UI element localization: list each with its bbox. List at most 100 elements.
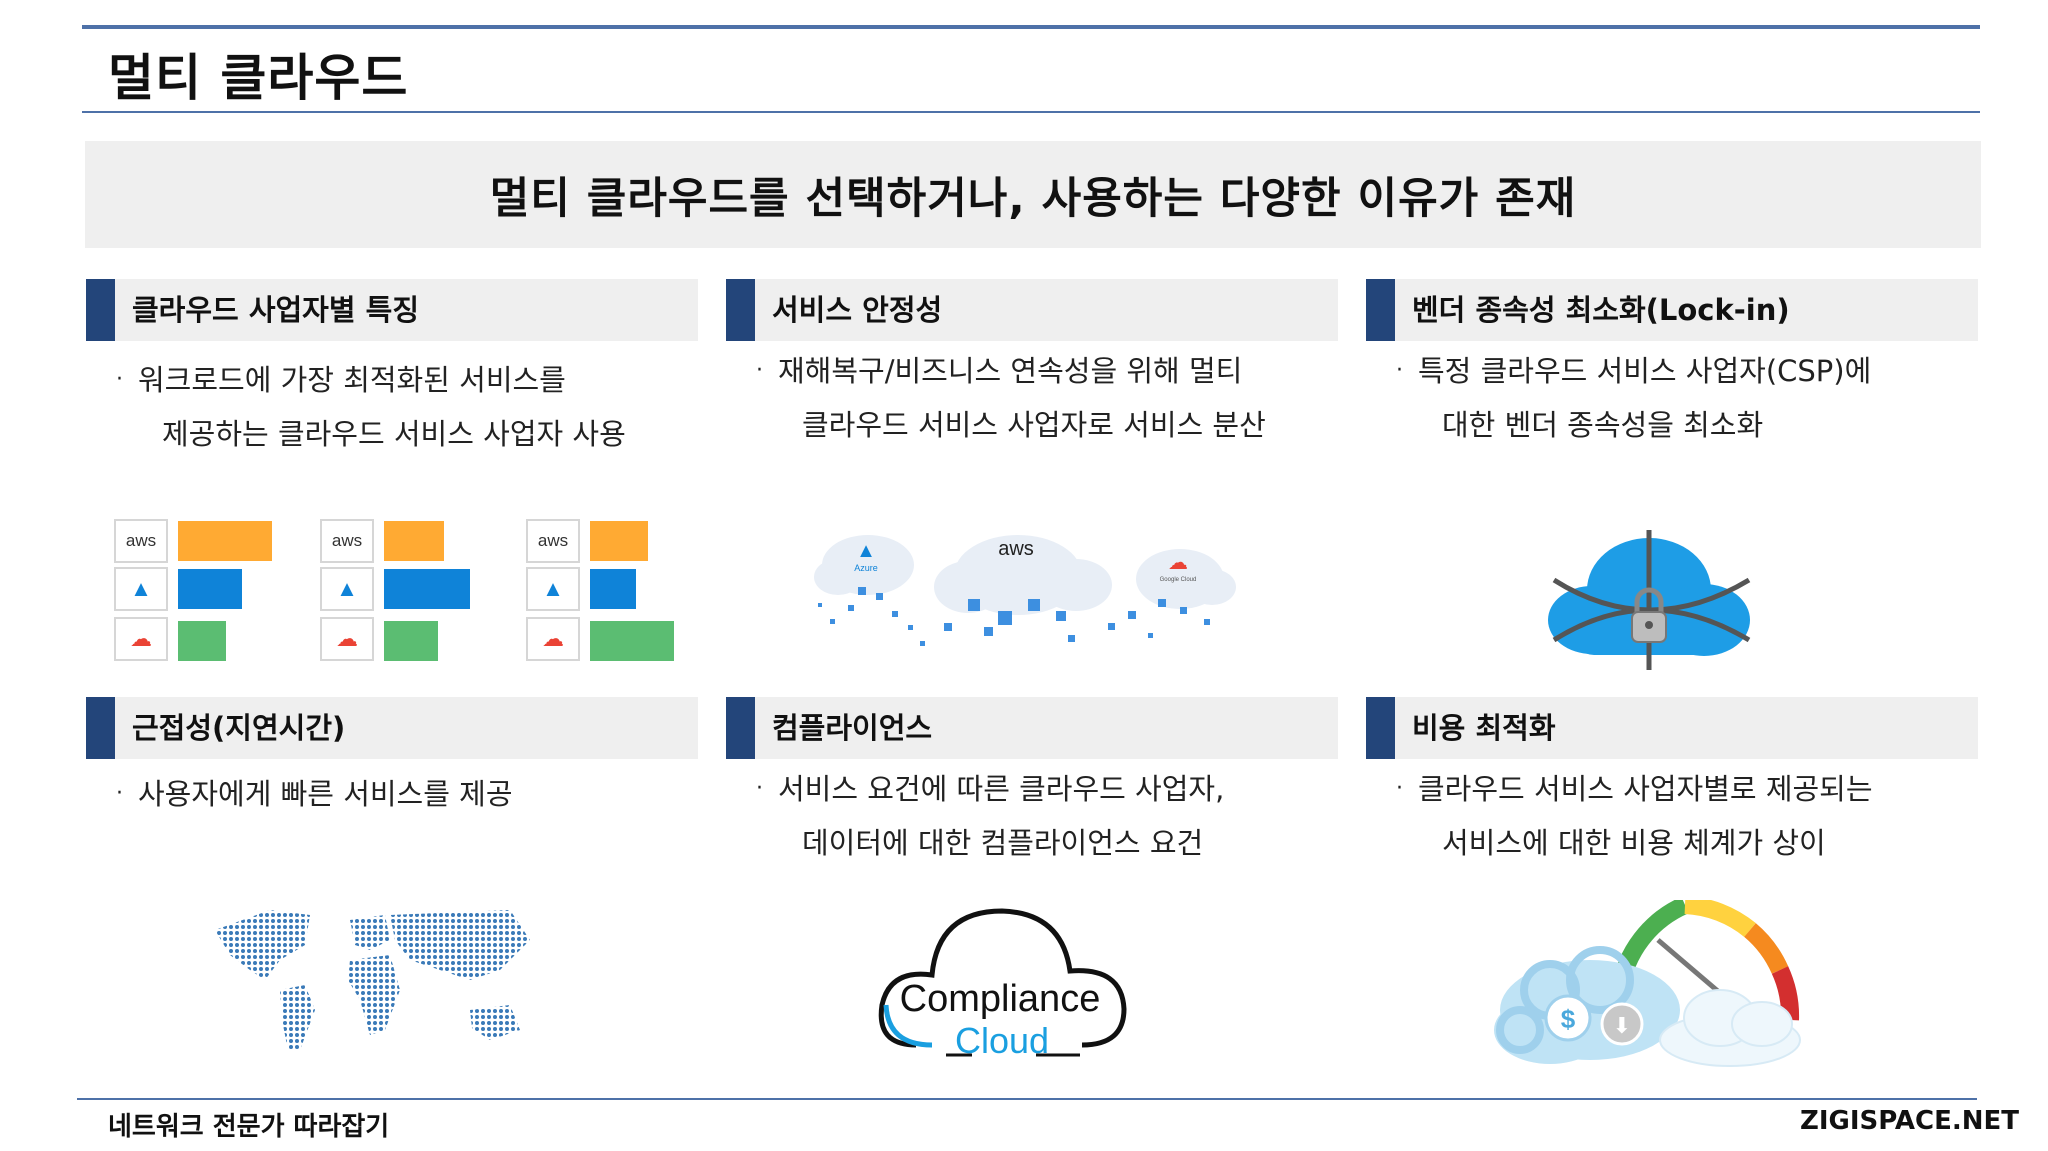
section-line: 대한 벤더 종속성을 최소화 (1442, 408, 1764, 442)
section-marker (1366, 697, 1395, 759)
gcp-bar (384, 621, 438, 661)
section-marker (726, 279, 755, 341)
section-marker (726, 697, 755, 759)
aws-logo-text: aws (331, 531, 363, 550)
download-coin-icon (1600, 1002, 1644, 1046)
azure-glyph: ▲ (336, 576, 358, 601)
azure-bar (384, 569, 470, 609)
cloud-shapes (814, 535, 1236, 615)
gcp-glyph: ☁ (130, 626, 152, 651)
section-cost-optimization: 비용 최적화 · 클라우드 서비스 사업자별로 제공되는 서비스에 대한 비용 … (1366, 697, 1978, 870)
down-arrow-icon: ⬇ (1613, 1014, 1631, 1039)
aws-bar (178, 521, 272, 561)
gcp-glyph: ☁ (542, 626, 564, 651)
multi-cloud-illustration: ▲ Azure aws ☁ Google Cloud (814, 535, 1236, 646)
section-provider-features: 클라우드 사업자별 특징 · 워크로드에 가장 최적화된 서비스를 제공하는 클… (86, 279, 698, 461)
page-title: 멀티 클라우드 (108, 49, 409, 107)
compliance-text: Compliance (900, 978, 1101, 1020)
gcp-logo-text: Google Cloud (1160, 577, 1197, 583)
aws-bar (384, 521, 444, 561)
section-marker (86, 697, 115, 759)
section-line: 클라우드 서비스 사업자별로 제공되는 (1418, 772, 1873, 806)
white-cloud-icon (1659, 989, 1801, 1067)
azure-logo-icon: ▲ (320, 567, 374, 611)
gcp-bar (178, 621, 226, 661)
section-line: 데이터에 대한 컴플라이언스 요건 (802, 826, 1204, 860)
section-body: · 특정 클라우드 서비스 사업자(CSP)에 대한 벤더 종속성을 최소화 (1366, 344, 1978, 452)
banner-text: 멀티 클라우드를 선택하거나, 사용하는 다양한 이유가 존재 (489, 173, 1577, 224)
title-underline (82, 111, 1980, 113)
padlock-icon (1631, 587, 1667, 643)
section-title: 클라우드 사업자별 특징 (132, 293, 419, 327)
cloud-outline-icon (878, 908, 1127, 1048)
google-cloud-logo-icon: ☁ (114, 617, 168, 661)
section-line: 사용자에게 빠른 서비스를 제공 (138, 777, 513, 811)
bullet: · (1396, 776, 1403, 801)
section-line: 클라우드 서비스 사업자로 서비스 분산 (802, 408, 1266, 442)
aws-logo-icon: aws (320, 519, 374, 563)
aws-logo-icon: aws (114, 519, 168, 563)
azure-glyph: ▲ (856, 540, 876, 562)
cloud-accent-icon (883, 1004, 933, 1048)
section-line: 제공하는 클라우드 서비스 사업자 사용 (162, 417, 626, 451)
section-title: 컴플라이언스 (772, 711, 933, 745)
google-cloud-logo-icon: ☁ (320, 617, 374, 661)
cloud-lock-illustration (1548, 530, 1751, 670)
section-proximity: 근접성(지연시간) · 사용자에게 빠른 서비스를 제공 (86, 697, 698, 821)
section-header: 클라우드 사업자별 특징 (86, 279, 698, 341)
section-body: · 클라우드 서비스 사업자별로 제공되는 서비스에 대한 비용 체계가 상이 (1366, 762, 1978, 870)
section-title: 벤더 종속성 최소화(Lock-in) (1412, 293, 1790, 327)
section-marker (86, 279, 115, 341)
gcp-glyph: ☁ (1168, 552, 1188, 574)
continents (215, 910, 530, 1050)
section-vendor-lockin: 벤더 종속성 최소화(Lock-in) · 특정 클라우드 서비스 사업자(CS… (1366, 279, 1978, 452)
footer-rule (77, 1098, 1977, 1100)
world-map-illustration (215, 910, 530, 1050)
section-line: 서비스에 대한 비용 체계가 상이 (1442, 826, 1826, 860)
cost-gauge-illustration: $ ⬇ (1494, 900, 1801, 1067)
data-cubes (818, 587, 1210, 646)
azure-logo-text: Azure (854, 563, 878, 573)
azure-glyph: ▲ (130, 576, 152, 601)
dollar-icon: $ (1561, 1004, 1576, 1034)
section-header: 서비스 안정성 (726, 279, 1338, 341)
azure-logo-icon: ▲ (526, 567, 580, 611)
aws-logo-text: aws (998, 538, 1034, 560)
section-body: · 워크로드에 가장 최적화된 서비스를 제공하는 클라우드 서비스 사업자 사… (86, 353, 698, 461)
azure-glyph: ▲ (542, 576, 564, 601)
gcp-bar (590, 621, 674, 661)
top-rule (82, 25, 1980, 29)
section-header: 컴플라이언스 (726, 697, 1338, 759)
gcp-glyph: ☁ (336, 626, 358, 651)
section-service-stability: 서비스 안정성 · 재해복구/비즈니스 연속성을 위해 멀티 클라우드 서비스 … (726, 279, 1338, 452)
section-body: · 사용자에게 빠른 서비스를 제공 (86, 767, 698, 821)
section-compliance: 컴플라이언스 · 서비스 요건에 따른 클라우드 사업자, 데이터에 대한 컴플… (726, 697, 1338, 870)
google-cloud-logo-icon: ☁ (526, 617, 580, 661)
compliance-cloud-illustration: Compliance Cloud (878, 908, 1127, 1061)
section-title: 근접성(지연시간) (132, 711, 346, 745)
aws-logo-text: aws (537, 531, 569, 550)
section-line: 워크로드에 가장 최적화된 서비스를 (138, 363, 566, 397)
provider-comparison-illustration: aws ▲ ☁ aws ▲ ☁ aws ▲ ☁ (112, 517, 682, 667)
footer-brand: 네트워크 전문가 따라잡기 (108, 1112, 390, 1142)
section-body: · 재해복구/비즈니스 연속성을 위해 멀티 클라우드 서비스 사업자로 서비스… (726, 344, 1338, 452)
azure-bar (590, 569, 636, 609)
azure-logo-icon: ▲ (114, 567, 168, 611)
section-line: 특정 클라우드 서비스 사업자(CSP)에 (1418, 354, 1872, 388)
aws-logo-text: aws (125, 531, 157, 550)
section-line: 서비스 요건에 따른 클라우드 사업자, (778, 772, 1225, 806)
azure-bar (178, 569, 242, 609)
bullet: · (116, 367, 123, 392)
banner: 멀티 클라우드를 선택하거나, 사용하는 다양한 이유가 존재 (85, 141, 1981, 248)
section-body: · 서비스 요건에 따른 클라우드 사업자, 데이터에 대한 컴플라이언스 요건 (726, 762, 1338, 870)
section-header: 벤더 종속성 최소화(Lock-in) (1366, 279, 1978, 341)
section-header: 근접성(지연시간) (86, 697, 698, 759)
section-title: 비용 최적화 (1412, 711, 1556, 745)
bullet: · (116, 781, 123, 806)
chain-icon (1552, 530, 1751, 670)
aws-logo-icon: aws (526, 519, 580, 563)
bullet: · (756, 358, 763, 383)
bullet: · (756, 776, 763, 801)
aws-bar (590, 521, 648, 561)
section-line: 재해복구/비즈니스 연속성을 위해 멀티 (778, 354, 1243, 388)
